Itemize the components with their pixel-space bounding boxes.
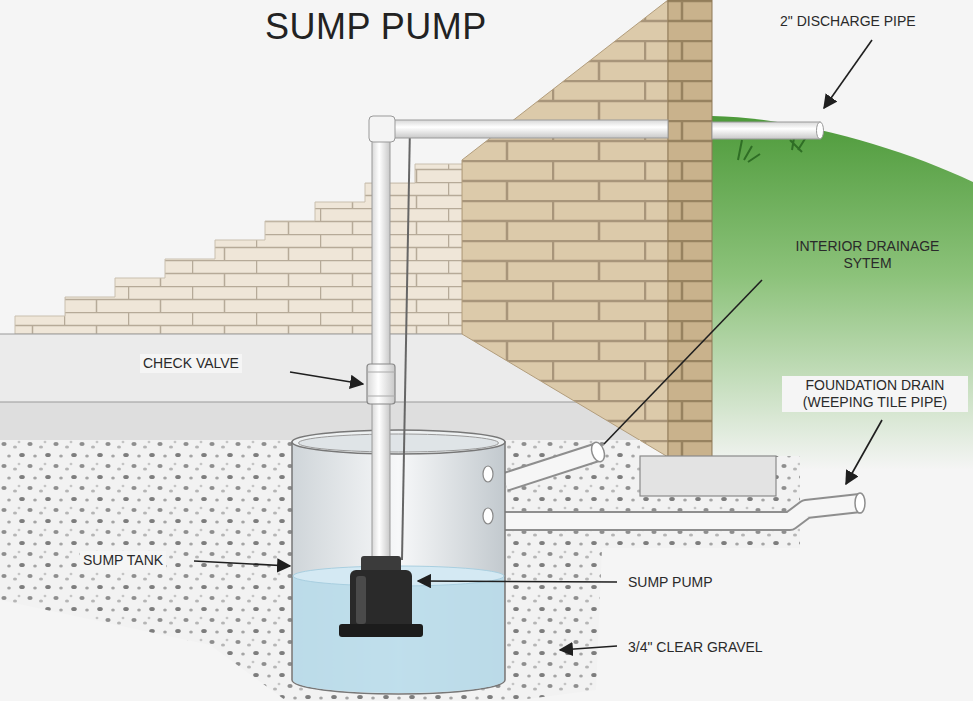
gravel-fill — [0, 440, 800, 700]
sump-tank-body — [483, 508, 493, 524]
side-brick-wall — [462, 0, 712, 462]
pump-cord — [402, 126, 410, 560]
part-label: SUMP TANK — [80, 551, 166, 570]
gravel-fill — [0, 440, 800, 700]
sump-tank-body — [299, 434, 499, 452]
sump-tank-body — [483, 466, 493, 482]
part-label: INTERIOR DRAINAGE SYTEM — [780, 238, 955, 272]
check-valve — [367, 364, 395, 404]
part-label: 2" DISCHARGE PIPE — [780, 13, 916, 30]
drain-pipes — [505, 503, 860, 521]
check-valve — [367, 364, 395, 404]
side-brick-wall — [462, 0, 668, 457]
sump-pump-unit — [350, 570, 412, 630]
sump-tank-body — [292, 430, 505, 454]
part-label: CHECK VALVE — [140, 354, 242, 373]
sump-tank-body — [292, 430, 505, 694]
side-brick-wall — [668, 0, 712, 462]
part-label: FOUNDATION DRAIN (WEEPING TILE PIPE) — [782, 376, 968, 412]
leader-arrows — [824, 40, 872, 108]
leader-arrows — [194, 561, 290, 566]
grass-bank — [712, 116, 973, 470]
discharge-pipe — [369, 116, 824, 566]
leader-arrows — [290, 372, 363, 384]
leader-arrows — [846, 420, 882, 484]
leader-arrows — [604, 280, 762, 444]
pump-cord — [402, 126, 410, 560]
back-brick-wall — [15, 164, 465, 334]
part-label: 3/4" CLEAR GRAVEL — [625, 638, 766, 657]
discharge-pipe — [369, 116, 395, 142]
leader-arrows — [560, 646, 617, 650]
drain-pipes — [505, 503, 860, 521]
part-label: SUMP PUMP — [625, 573, 716, 592]
grass-bank — [712, 116, 973, 470]
leader-arrows — [194, 40, 882, 650]
drain-pipes — [855, 493, 865, 513]
sump-pump-unit — [339, 624, 423, 637]
discharge-pipe — [372, 130, 390, 566]
sump-pump-unit — [339, 556, 423, 637]
sump-pump-unit — [356, 576, 366, 624]
drain-pipes — [505, 452, 598, 482]
drain-pipes — [505, 452, 598, 482]
discharge-pipe — [712, 122, 820, 139]
discharge-pipe — [386, 120, 668, 138]
back-brick-wall — [15, 164, 465, 334]
drain-pipes — [505, 441, 865, 521]
footing — [640, 456, 776, 496]
check-valve — [367, 372, 395, 396]
leader-arrows — [418, 581, 617, 582]
discharge-pipe — [817, 122, 824, 139]
sump-tank-body — [292, 442, 505, 694]
footing — [640, 456, 776, 496]
diagram-title: SUMP PUMP — [265, 6, 487, 48]
